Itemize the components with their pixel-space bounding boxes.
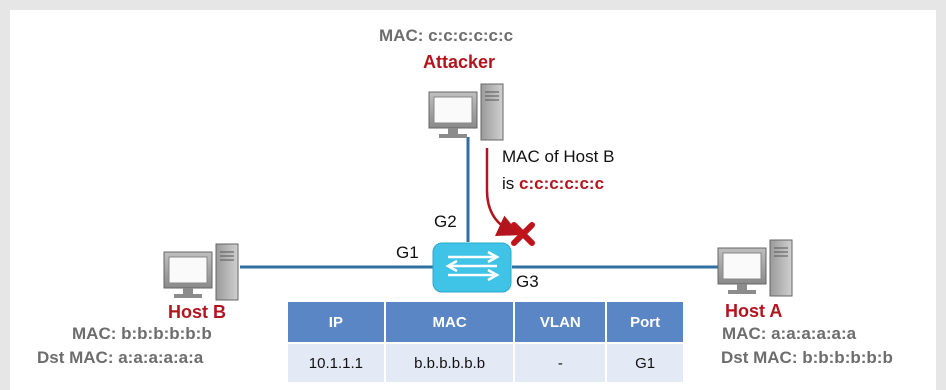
table-header-port: Port xyxy=(607,302,683,342)
host-a-name-label: Host A xyxy=(725,301,783,321)
port-label-g3: G3 xyxy=(516,272,539,291)
table-header-vlan: VLAN xyxy=(515,302,606,342)
spoof-message-mac: c:c:c:c:c:c xyxy=(519,174,605,193)
table-cell-ip: 10.1.1.1 xyxy=(288,344,384,382)
table-cell-vlan: - xyxy=(515,344,606,382)
host-b-computer-icon xyxy=(163,243,239,301)
table-cell-port: G1 xyxy=(607,344,683,382)
table-header-mac: MAC xyxy=(385,302,514,342)
spoof-message-prefix: is xyxy=(502,174,519,193)
attacker-mac-label: MAC: c:c:c:c:c:c xyxy=(379,26,514,45)
host-a-dst-mac-label: Dst MAC: b:b:b:b:b:b xyxy=(721,348,893,367)
table-cell-mac: b.b.b.b.b.b xyxy=(385,344,514,382)
blocked-x-icon xyxy=(511,222,535,246)
table-header-row: IP MAC VLAN Port xyxy=(288,302,683,342)
table-row: 10.1.1.1 b.b.b.b.b.b - G1 xyxy=(288,344,683,382)
host-a-computer-icon xyxy=(717,239,793,297)
spoof-message-line2: is c:c:c:c:c:c xyxy=(502,174,604,194)
host-a-mac-label: MAC: a:a:a:a:a:a xyxy=(722,324,857,343)
table-header-ip: IP xyxy=(288,302,384,342)
switch-icon xyxy=(432,242,512,293)
port-label-g1: G1 xyxy=(396,243,419,262)
mac-address-table: IP MAC VLAN Port 10.1.1.1 b.b.b.b.b.b - … xyxy=(286,300,685,384)
spoof-arrow xyxy=(485,148,521,237)
attacker-name-label: Attacker xyxy=(423,52,496,72)
host-b-dst-mac-label: Dst MAC: a:a:a:a:a:a xyxy=(37,348,204,367)
host-b-mac-label: MAC: b:b:b:b:b:b xyxy=(72,324,212,343)
port-label-g2: G2 xyxy=(434,212,457,231)
attacker-computer-icon xyxy=(428,83,504,141)
spoof-message-line1: MAC of Host B xyxy=(502,147,615,166)
host-b-name-label: Host B xyxy=(168,302,226,322)
